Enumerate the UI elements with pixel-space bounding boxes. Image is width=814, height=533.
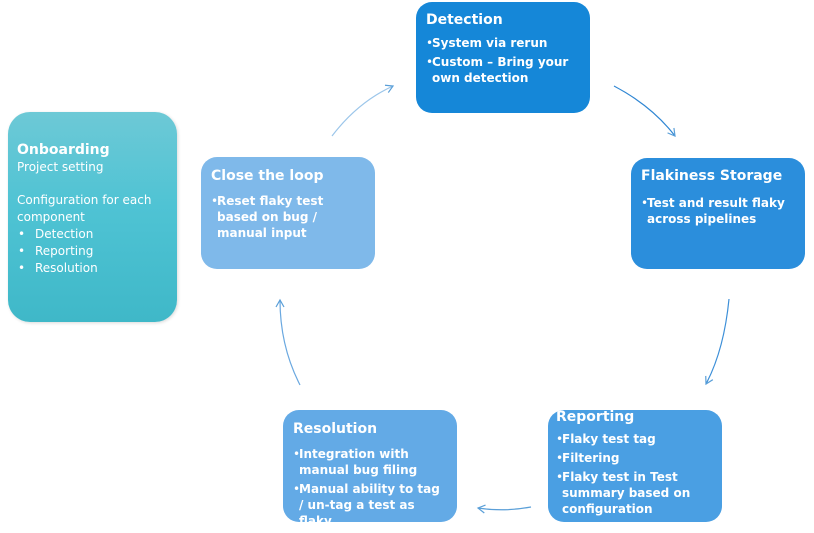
reporting-title: Reporting	[556, 410, 635, 425]
onboarding-box: Onboarding Project setting Configuration…	[8, 112, 177, 322]
close-loop-title: Close the loop	[211, 168, 324, 184]
storage-title: Flakiness Storage	[641, 168, 783, 184]
onboarding-item-resolution: Resolution	[17, 260, 168, 277]
onboarding-item-detection: Detection	[17, 226, 168, 243]
onboarding-list: Detection Reporting Resolution	[17, 226, 168, 277]
storage-item: Test and result flaky across pipelines	[641, 195, 795, 227]
arrow-storage-to-reporting	[705, 298, 730, 386]
close-the-loop-box: Close the loop Reset flaky test based on…	[201, 157, 375, 269]
reporting-item: Filtering	[556, 450, 714, 466]
detection-list: System via rerun Custom – Bring your own…	[426, 35, 580, 86]
reporting-item: Flaky test in Test summary based on conf…	[556, 469, 714, 517]
flakiness-storage-box: Flakiness Storage Test and result flaky …	[631, 158, 805, 269]
onboarding-item-reporting: Reporting	[17, 243, 168, 260]
arrow-resolution-to-close	[275, 298, 301, 386]
storage-list: Test and result flaky across pipelines	[641, 195, 795, 227]
detection-item: System via rerun	[426, 35, 580, 51]
close-loop-item: Reset flaky test based on bug / manual i…	[211, 193, 365, 241]
resolution-box: Resolution Integration with manual bug f…	[283, 410, 457, 522]
reporting-item: Flaky test tag	[556, 431, 714, 447]
detection-item: Custom – Bring your own detection	[426, 54, 580, 86]
reporting-list: Flaky test tag Filtering Flaky test in T…	[556, 431, 714, 517]
resolution-list: Integration with manual bug filing Manua…	[293, 446, 447, 522]
resolution-item: Manual ability to tag / un-tag a test as…	[293, 481, 447, 522]
resolution-item: Integration with manual bug filing	[293, 446, 447, 478]
close-loop-list: Reset flaky test based on bug / manual i…	[211, 193, 365, 241]
detection-box: Detection System via rerun Custom – Brin…	[416, 2, 590, 113]
reporting-box: Reporting Flaky test tag Filtering Flaky…	[548, 410, 722, 522]
arrow-reporting-to-resolution	[476, 504, 532, 514]
onboarding-title: Onboarding	[17, 142, 110, 158]
arrow-close-to-detection	[331, 84, 395, 137]
onboarding-config-label: Configuration for each component	[17, 193, 152, 224]
onboarding-subtitle: Project setting	[17, 160, 104, 174]
arrow-detection-to-storage	[613, 85, 676, 137]
resolution-title: Resolution	[293, 421, 378, 437]
detection-title: Detection	[426, 12, 503, 28]
